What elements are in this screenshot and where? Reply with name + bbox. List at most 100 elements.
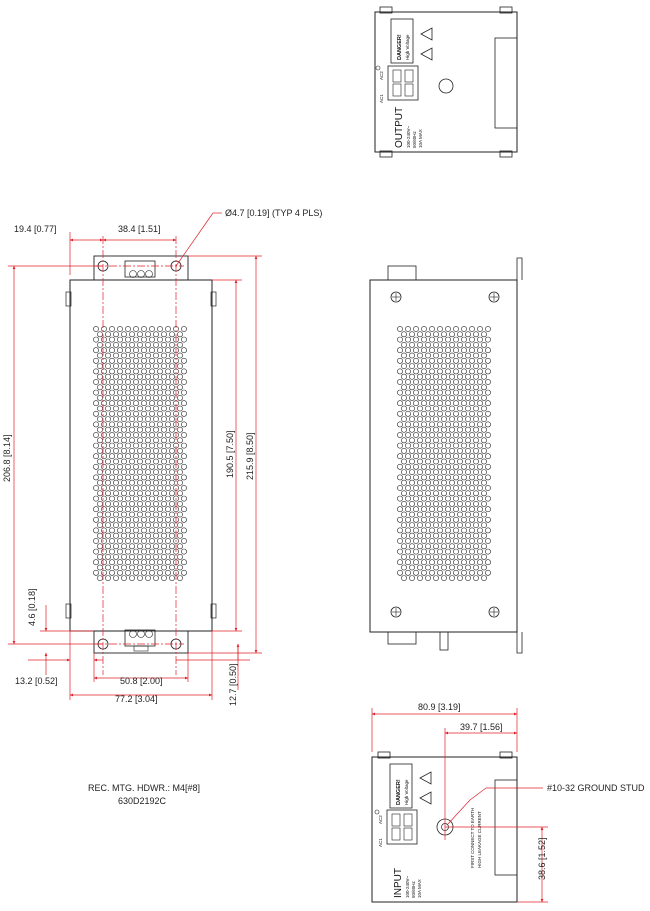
vent-hole [161,554,167,560]
vent-hole [165,485,171,491]
vent-hole [181,474,187,481]
vent-hole [401,575,407,581]
vent-hole [93,357,99,364]
vent-hole [449,437,455,444]
vent-hole [409,479,415,486]
vent-hole [437,463,443,470]
vent-hole [137,352,143,359]
vent-hole [133,516,139,523]
vent-hole [109,410,115,417]
vent-hole [445,559,451,566]
vent-hole [409,458,415,465]
vent-hole [177,394,183,401]
vent-hole [153,405,159,412]
vent-hole [97,500,103,507]
vent-hole [161,447,167,454]
vent-hole [437,442,443,449]
vent-hole [141,389,147,396]
vent-hole [413,389,419,396]
vent-hole [453,516,459,523]
vent-hole [165,463,171,470]
vent-hole [137,564,143,571]
vent-hole [109,347,115,354]
vent-hole [169,352,175,359]
vent-hole [145,426,151,433]
vent-hole [441,469,447,475]
vent-hole [445,485,451,491]
vent-hole [161,543,167,550]
vent-hole [129,426,135,433]
vent-hole [117,442,123,449]
vent-hole [153,458,159,465]
vent-hole [405,347,411,354]
vent-hole [157,538,163,544]
vent-hole [149,463,155,470]
vent-hole [445,538,451,544]
vent-hole [125,538,131,544]
vent-hole [477,389,483,396]
vent-hole [113,384,119,391]
vent-hole [421,410,427,417]
vent-hole [457,416,463,422]
vent-hole [401,405,407,412]
vent-hole [477,495,483,502]
vent-hole [113,490,119,497]
vent-hole [405,463,411,470]
vent-hole [485,400,491,407]
output-terminal-block [387,65,419,101]
vent-hole [93,538,99,544]
vent-hole [137,394,143,401]
vent-hole [93,485,99,491]
vent-hole [405,421,411,428]
vent-hole [449,447,455,454]
vent-hole [441,522,447,528]
vent-hole [457,447,463,454]
vent-hole [157,326,163,332]
vent-hole [105,416,111,422]
vent-hole [165,379,171,385]
vent-hole [105,479,111,486]
vent-hole [413,485,419,491]
vent-hole [181,379,187,385]
vent-hole [153,373,159,380]
screw-icon [390,291,402,303]
vent-hole [177,373,183,380]
vent-hole [105,331,111,338]
vent-hole [485,506,491,513]
vent-hole [397,474,403,481]
vent-hole [425,564,431,571]
vent-hole [117,569,123,576]
vent-hole [97,575,103,581]
vent-hole [109,485,115,491]
vent-hole [469,559,475,566]
vent-hole [149,400,155,407]
vent-hole [461,495,467,502]
vent-hole [429,485,435,491]
vent-hole [157,463,163,470]
vent-hole [117,474,123,481]
dim-77-2: 77.2 [3.04] [115,694,158,704]
vent-hole [109,569,115,576]
vent-hole [409,363,415,369]
vent-hole [137,447,143,454]
vent-hole [105,532,111,539]
vent-hole [105,394,111,401]
vent-hole [105,490,111,497]
vent-hole [129,458,135,465]
vent-hole [437,326,443,332]
vent-hole [445,463,451,470]
vent-hole [101,516,107,523]
vent-hole [433,405,439,412]
vent-hole [133,336,139,343]
vent-hole [457,331,463,338]
vent-hole [401,543,407,550]
vent-hole [421,463,427,470]
vent-hole [153,363,159,369]
vent-hole [465,373,471,380]
vent-hole [177,384,183,391]
vent-hole [169,500,175,507]
vent-hole [133,400,139,407]
vent-hole [129,373,135,380]
vent-hole [401,352,407,359]
vent-hole [137,532,143,539]
